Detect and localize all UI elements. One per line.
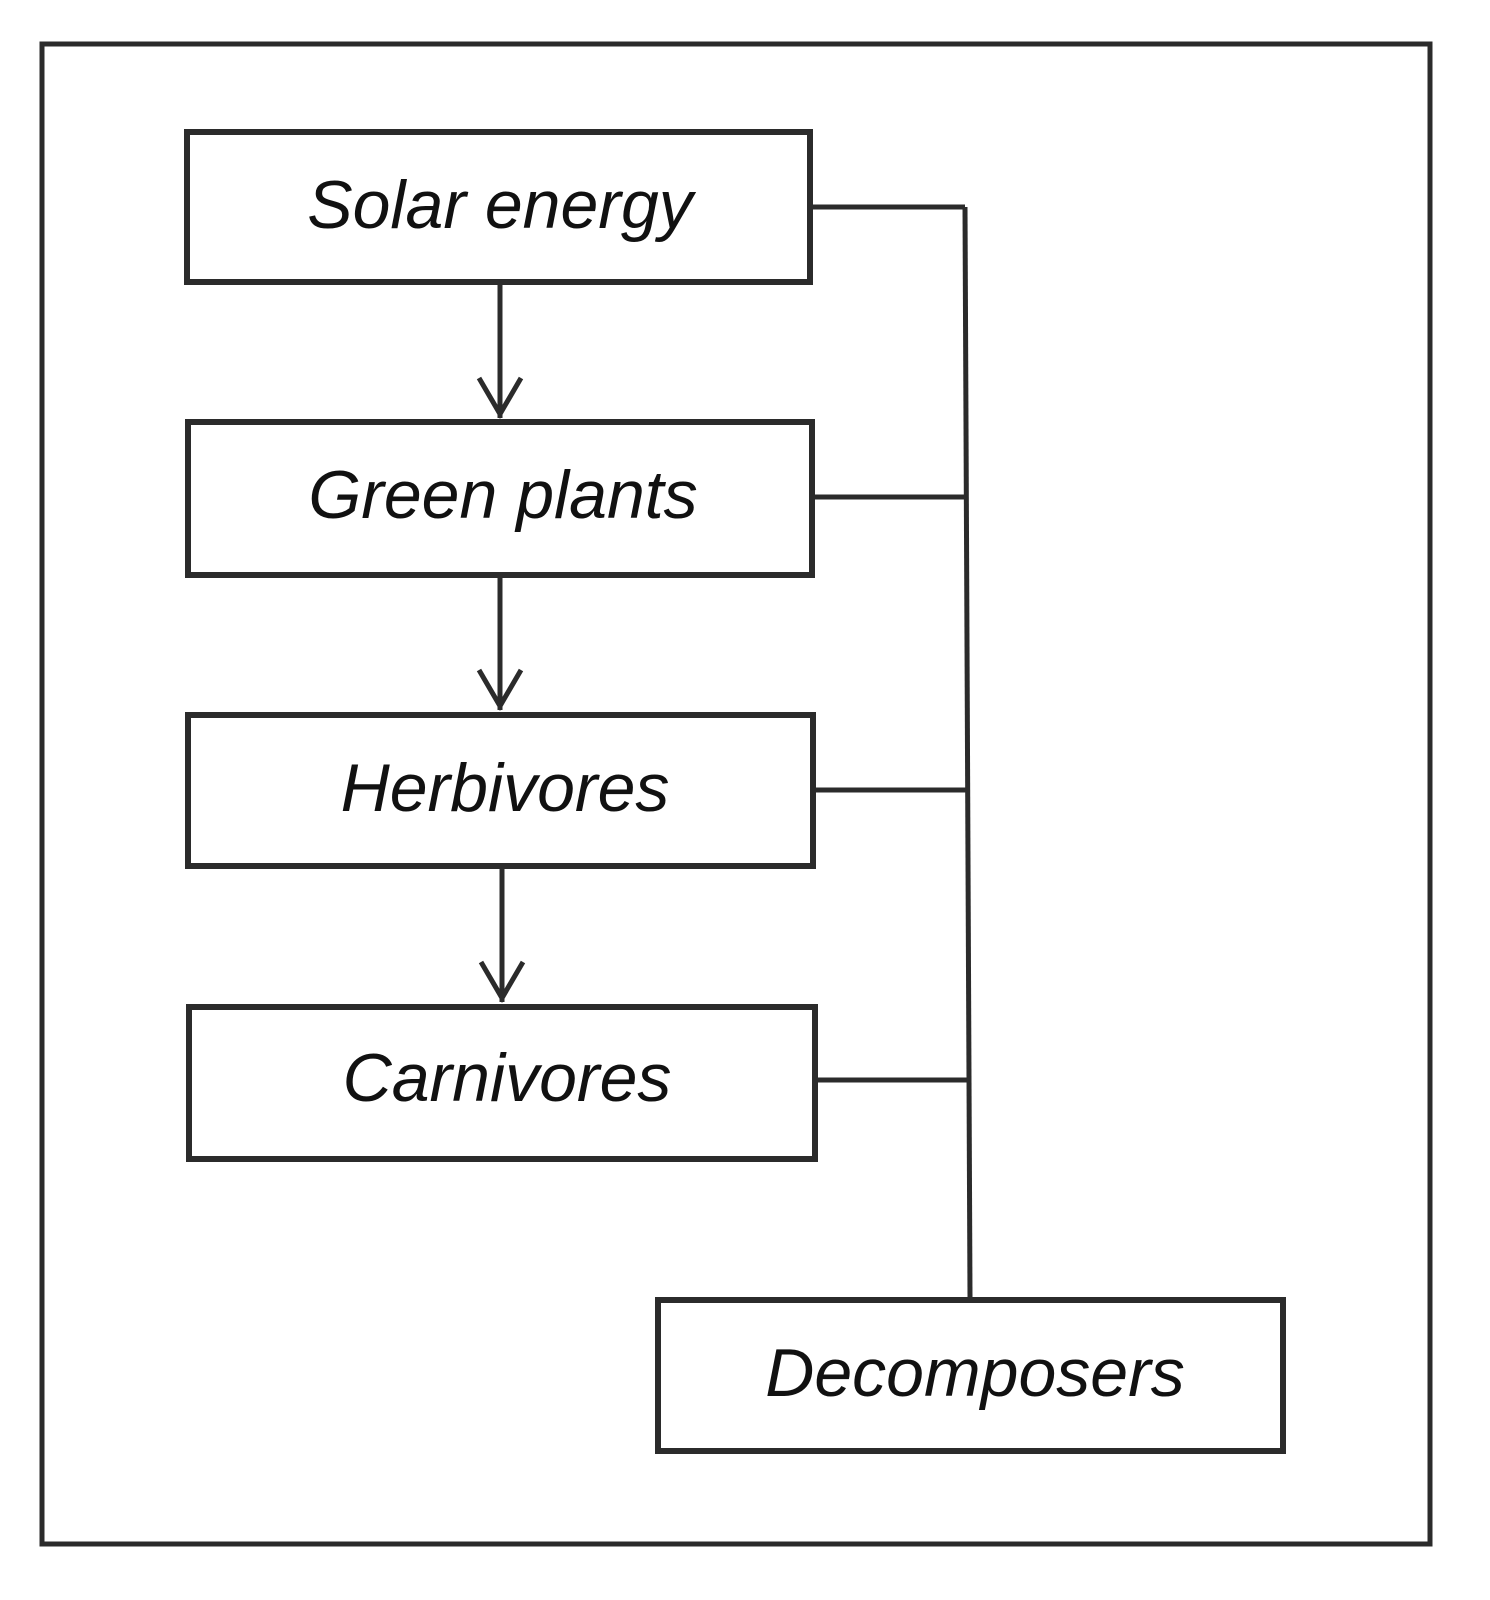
- arrow-solar-to-plants: [476, 282, 524, 419]
- node-label: Green plants: [308, 457, 697, 533]
- node-solar-energy: Solar energy: [184, 129, 813, 285]
- arrow-herbivores-to-carnivores: [478, 866, 526, 1003]
- node-box: [184, 129, 813, 285]
- arrow-head-icon: [478, 960, 526, 1003]
- node-box: [655, 1297, 1286, 1454]
- node-carnivores: Carnivores: [186, 1004, 818, 1162]
- node-box: [185, 712, 816, 869]
- node-label: Herbivores: [341, 750, 670, 826]
- node-label: Carnivores: [343, 1040, 672, 1116]
- node-box: [186, 1004, 818, 1162]
- outer-frame: [39, 41, 1433, 1547]
- arrow-plants-to-herbivores: [476, 575, 524, 711]
- node-box: [185, 419, 815, 578]
- arrow-head-icon: [476, 376, 524, 419]
- decomposer-bus-line: [962, 206, 973, 1298]
- node-green-plants: Green plants: [185, 419, 815, 578]
- arrow-head-icon: [476, 668, 524, 711]
- node-label: Solar energy: [307, 167, 697, 243]
- node-label: Decomposers: [765, 1335, 1185, 1411]
- node-decomposers: Decomposers: [655, 1297, 1286, 1454]
- node-herbivores: Herbivores: [185, 712, 816, 869]
